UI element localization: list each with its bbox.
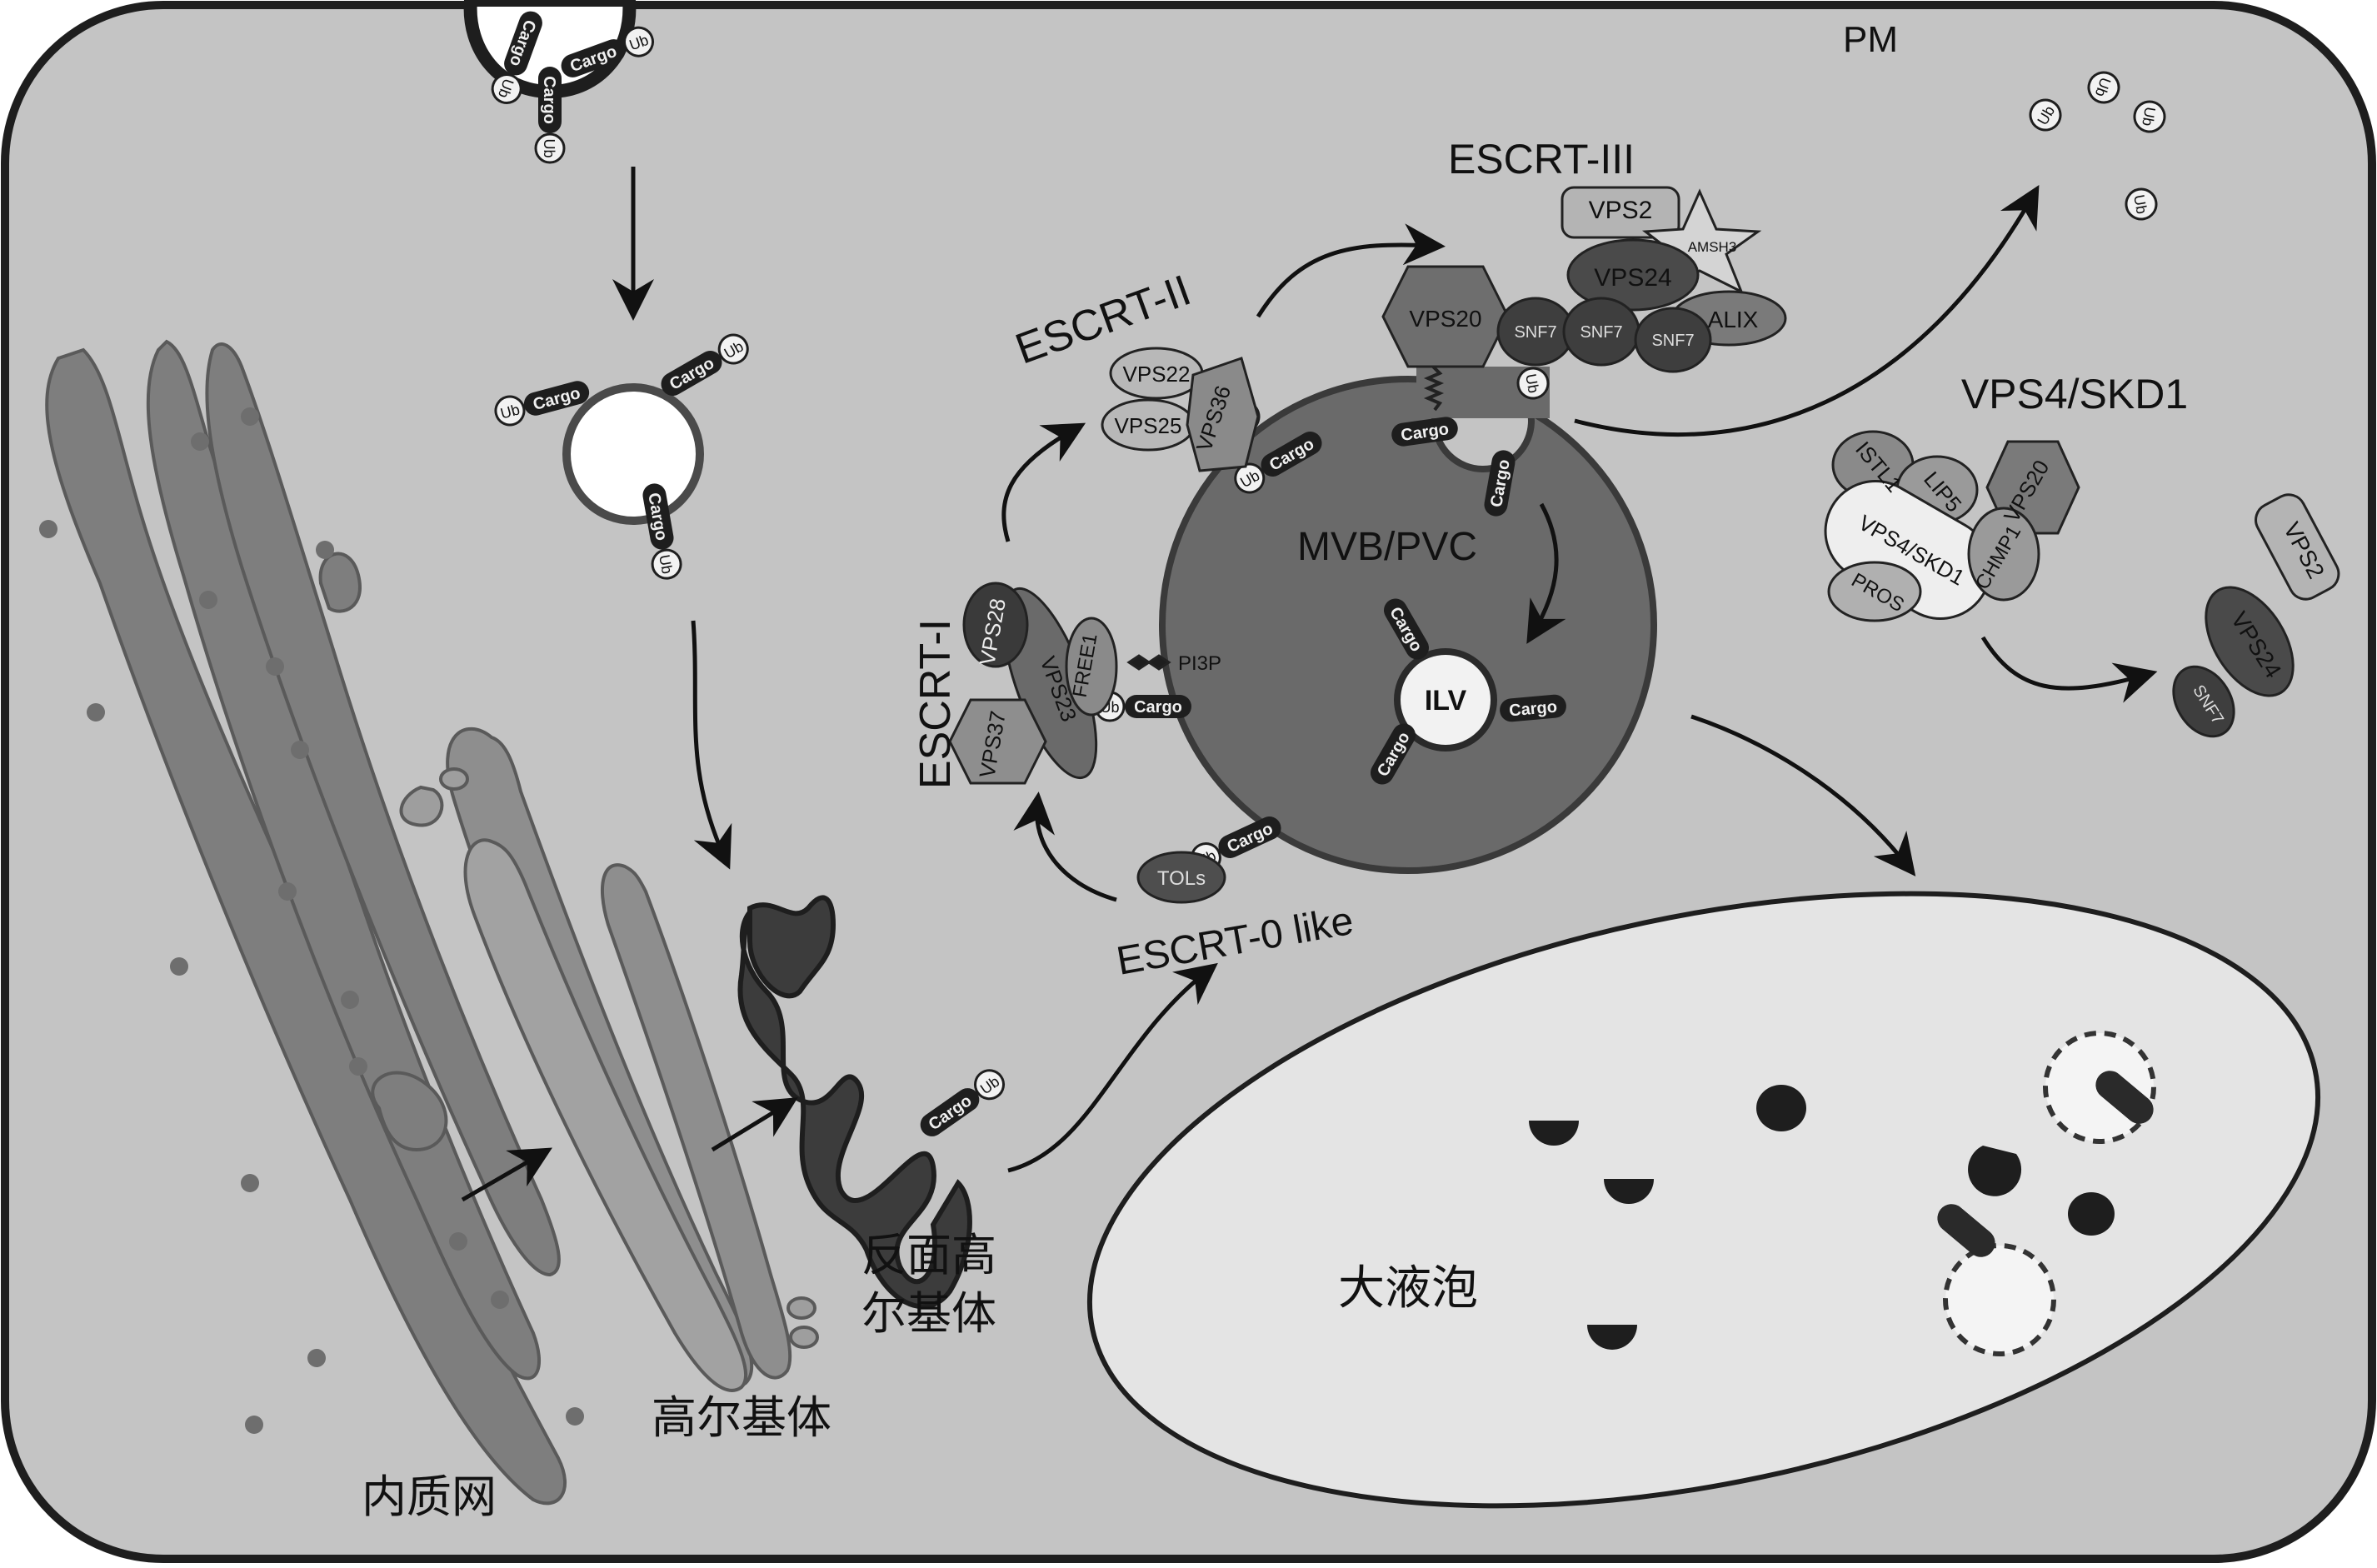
- pathway-arrows: [461, 167, 2158, 1202]
- vps2-protein: [1561, 186, 1680, 239]
- vacuole-contents: [1529, 1031, 2156, 1356]
- central-vacuole: [1086, 891, 2321, 1509]
- ub-label: Ub: [541, 138, 557, 157]
- ribosome-dots: [39, 407, 584, 1434]
- escrt-iii-complex: [1381, 186, 1787, 373]
- svg-text:SNF7: SNF7: [1514, 323, 1556, 342]
- cargo-tag: Cargo: [1391, 417, 1458, 447]
- snf7-released: [2172, 665, 2235, 738]
- ubiquitin-tag: Ub: [974, 1069, 1006, 1101]
- svg-text:PI3P: PI3P: [1178, 652, 1221, 675]
- ubiquitin-tag: Ub: [623, 26, 655, 57]
- ubiquitin-tag: Ub: [534, 132, 566, 164]
- vps37-protein: [948, 698, 1047, 785]
- ubiquitin-tag: Ub: [717, 333, 749, 365]
- svg-text:AMSH3: AMSH3: [1688, 239, 1737, 255]
- vps24-protein: [1566, 238, 1700, 312]
- svg-text:VPS25: VPS25: [1115, 413, 1182, 438]
- released-escrt-iii: [2172, 493, 2340, 738]
- svg-text:VPS22: VPS22: [1123, 362, 1191, 387]
- vps24-released: [2205, 586, 2295, 697]
- free-ubiquitin: Ub: [2029, 98, 2062, 132]
- pros-protein: [1827, 561, 1922, 622]
- svg-text:Ub: Ub: [2130, 193, 2150, 215]
- svg-text:SNF7: SNF7: [1580, 323, 1622, 342]
- vps2-released: [2255, 493, 2340, 601]
- ubiquitin-tag: Ub: [494, 395, 526, 427]
- vps28-protein: [962, 582, 1029, 668]
- free-ubiquitin: Ub: [2125, 187, 2158, 221]
- label-vps4-skd1: VPS4/SKD1: [1961, 371, 2188, 417]
- svg-text:Ub: Ub: [2139, 106, 2159, 127]
- label-tgn-line2: 尔基体: [861, 1287, 996, 1340]
- svg-text:VPS20: VPS20: [1409, 306, 1481, 332]
- chmp1-protein: [1967, 507, 2040, 602]
- vps36-protein: [1186, 357, 1260, 472]
- tols-label: TOLs: [1157, 867, 1206, 890]
- golgi-stack: [399, 727, 819, 1392]
- label-er: 内质网: [362, 1471, 497, 1523]
- ilv-vesicle: [1394, 648, 1497, 752]
- snf7-protein-3: [1634, 307, 1712, 373]
- free-ubiquitin: Ub: [2133, 100, 2166, 133]
- label-mvb: MVB/PVC: [1297, 525, 1477, 569]
- label-ilv: ILV: [1425, 685, 1467, 717]
- svg-text:Ub: Ub: [1522, 372, 1542, 394]
- svg-text:VPS24: VPS24: [1594, 264, 1671, 292]
- svg-text:ALIX: ALIX: [1708, 307, 1759, 332]
- ubiquitin-tag: Ub: [651, 548, 682, 580]
- trans-golgi-network: [737, 895, 972, 1310]
- free1-protein: [1065, 617, 1118, 717]
- label-pm: PM: [1843, 19, 1898, 60]
- ub-label: Ub: [656, 553, 676, 575]
- escrt-0-complex: [1136, 851, 1226, 904]
- free-ubiquitin: Ub: [1516, 367, 1550, 400]
- escrt-iii-labels: VPS2 AMSH3 VPS24 ALIX VPS20 SNF7 SNF7 SN…: [1409, 197, 1758, 350]
- label-tgn-line1: 反面高: [861, 1229, 996, 1281]
- label-escrt-i: ESCRT-I: [911, 619, 960, 789]
- pi3p-lipid: [1126, 654, 1171, 671]
- endoplasmic-reticulum: [45, 339, 567, 1506]
- free-ubiquitin: Ub: [2087, 71, 2120, 104]
- label-escrt-iii: ESCRT-III: [1448, 136, 1635, 182]
- vps20-linker: [1423, 365, 1445, 412]
- svg-text:VPS2: VPS2: [1589, 197, 1653, 224]
- cargo-label: Cargo: [1508, 698, 1557, 721]
- tols-protein: [1136, 851, 1226, 904]
- vps20-protein: [1381, 265, 1510, 368]
- escrt-ii-complex: [1101, 347, 1260, 472]
- cargo-tag: Cargo: [1500, 694, 1566, 722]
- label-golgi: 高尔基体: [652, 1391, 831, 1444]
- cargo-label: Cargo: [540, 76, 558, 124]
- label-vacuole: 大液泡: [1338, 1261, 1478, 1316]
- cargo-tag: Cargo: [1484, 450, 1516, 517]
- escrt-i-complex: [948, 582, 1171, 785]
- cargo-label: Cargo: [1134, 698, 1182, 717]
- svg-text:SNF7: SNF7: [1651, 332, 1694, 350]
- endocytic-vesicle: [562, 383, 704, 525]
- ubiquitin-tag: Ub: [491, 73, 522, 105]
- vps4-skd1-complex: [1824, 430, 2080, 622]
